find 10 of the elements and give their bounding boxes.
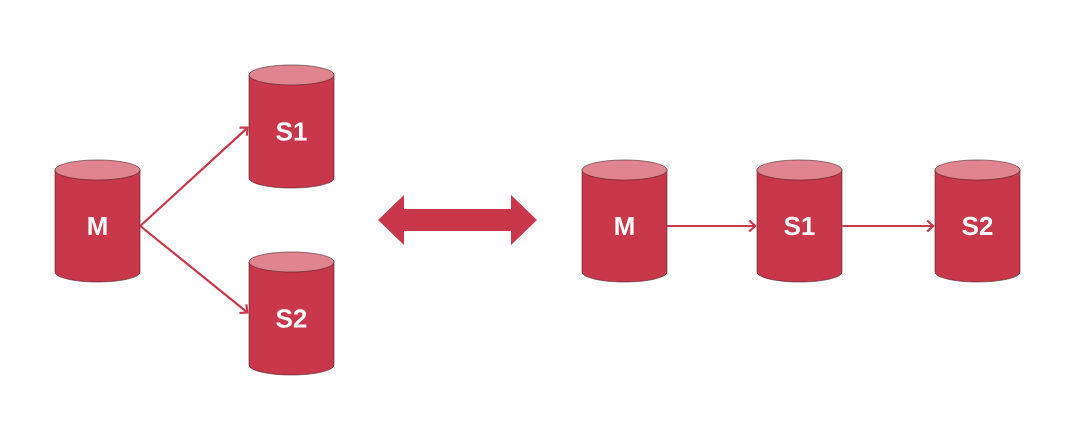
cylinder: S2 [934, 159, 1021, 283]
cylinder: M [54, 159, 141, 283]
arrow [139, 126, 249, 227]
cylinder: S1 [248, 64, 335, 189]
cylinder: S1 [756, 159, 843, 283]
arrow [139, 225, 249, 315]
cylinder: S2 [248, 251, 335, 376]
arrow [667, 219, 757, 233]
cylinder: M [581, 159, 668, 283]
arrow [842, 219, 935, 233]
